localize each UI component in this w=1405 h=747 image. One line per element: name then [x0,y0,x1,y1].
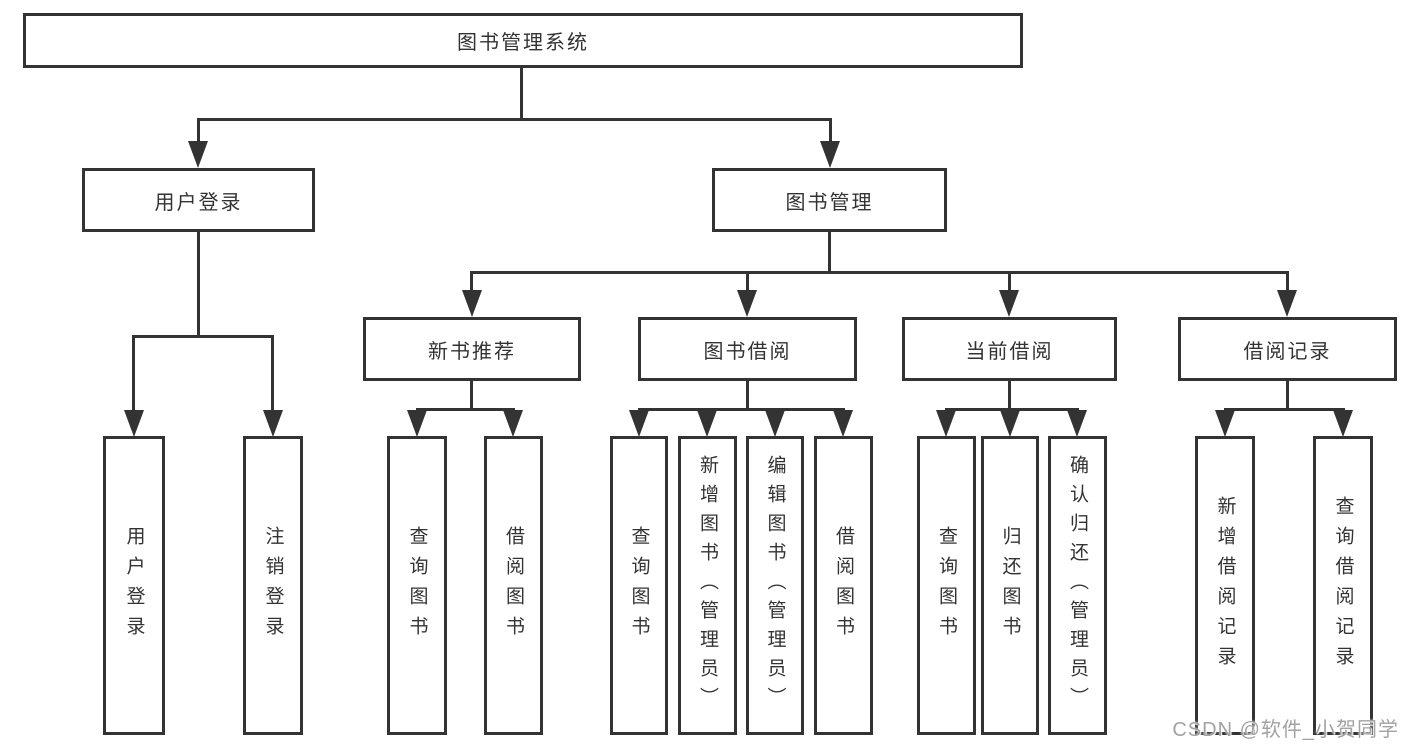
arrow-down-icon [833,410,853,437]
connector-line [416,408,515,411]
node-label: 查询图书 [628,525,650,646]
node-label: 新书推荐 [428,340,516,363]
arrow-down-icon [188,141,208,168]
node-label: 注销登录 [262,525,284,646]
arrow-down-icon [936,410,956,437]
connector-line [271,335,274,411]
arrow-down-icon [263,410,283,437]
node-borrow-query-book: 查询图书 [610,436,668,735]
node-new-book-recommend: 新书推荐 [363,317,581,381]
arrow-down-icon [503,410,523,437]
connector-line [197,118,200,144]
connector-line [638,408,845,411]
connector-line [471,271,1289,274]
node-label: 确认归还（管理员） [1067,455,1088,716]
node-label: 图书管理 [785,191,874,214]
arrow-down-icon [1333,410,1353,437]
node-recommend-borrow-book: 借阅图书 [484,436,543,735]
connector-line [1286,379,1289,408]
connector-line [520,68,523,118]
arrow-down-icon [124,410,144,437]
node-label: 查询借阅记录 [1332,495,1354,676]
node-label: 查询图书 [406,525,428,646]
connector-line [132,335,135,411]
arrow-down-icon [1000,410,1020,437]
node-book-management: 图书管理 [712,168,947,232]
node-label: 用户登录 [123,525,145,646]
node-label: 编辑图书（管理员） [764,455,786,716]
arrow-down-icon [697,410,717,437]
node-logout: 注销登录 [243,436,303,735]
connector-line [132,335,274,338]
node-book-management-system: 图书管理系统 [23,13,1023,68]
node-query-borrow-record: 查询借阅记录 [1313,436,1373,735]
connector-line [197,231,200,335]
connector-line [197,118,832,121]
arrow-down-icon [820,141,840,168]
node-label: 借阅图书 [503,525,524,646]
node-label: 新增借阅记录 [1214,495,1236,676]
node-book-borrow: 图书借阅 [638,317,857,381]
node-label: 当前借阅 [965,340,1054,363]
connector-line [828,231,831,272]
arrow-down-icon [999,290,1019,317]
arrow-down-icon [407,410,427,437]
node-borrow-record: 借阅记录 [1178,317,1397,381]
node-label: 图书借阅 [703,340,792,363]
connector-line [746,271,749,293]
connector-line [1224,408,1345,411]
connector-line [746,379,749,408]
arrow-down-icon [765,410,785,437]
node-edit-book-admin: 编辑图书（管理员） [746,436,804,735]
node-label: 新增图书（管理员） [697,455,718,716]
node-add-borrow-record: 新增借阅记录 [1195,436,1255,735]
connector-line [945,408,1079,411]
node-user-login-leaf: 用户登录 [103,436,165,735]
node-label: 借阅图书 [833,525,854,646]
arrow-down-icon [1215,410,1235,437]
node-current-borrow: 当前借阅 [902,317,1117,381]
connector-line [1286,271,1289,293]
node-confirm-return-admin: 确认归还（管理员） [1048,436,1107,735]
connector-line [470,379,473,408]
node-user-login: 用户登录 [82,168,315,232]
arrow-down-icon [462,290,482,317]
arrow-down-icon [629,410,649,437]
node-add-book-admin: 新增图书（管理员） [678,436,737,735]
node-recommend-query-book: 查询图书 [387,436,447,735]
connector-line [829,118,832,144]
arrow-down-icon [1067,410,1087,437]
node-return-book: 归还图书 [981,436,1039,735]
node-current-query-book: 查询图书 [917,436,976,735]
node-label: 归还图书 [999,525,1021,646]
node-label: 借阅记录 [1243,340,1332,363]
arrow-down-icon [1277,290,1297,317]
node-label: 用户登录 [154,191,243,214]
connector-line [470,271,473,293]
node-borrow-borrow-book: 借阅图书 [814,436,873,735]
node-label: 查询图书 [936,525,957,646]
connector-line [1008,271,1011,293]
arrow-down-icon [737,290,757,317]
connector-line [1008,379,1011,408]
node-label: 图书管理系统 [457,32,589,54]
watermark: CSDN @软件_小贺同学 [1172,719,1399,741]
